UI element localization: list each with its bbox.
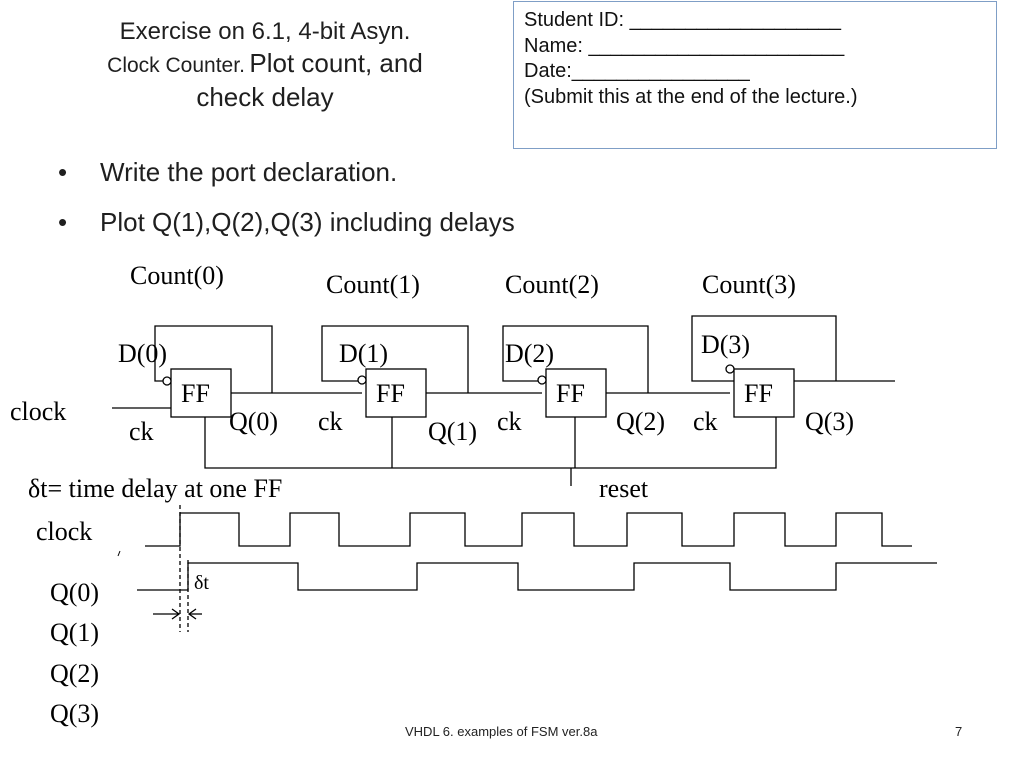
bubble-3 (725, 364, 735, 374)
delta-arrowhead-left (171, 608, 181, 620)
bullet-item-plot-q: Plot Q(1),Q(2),Q(3) including delays (58, 202, 515, 252)
delta-arrowhead-right (187, 608, 197, 620)
bubble-2 (537, 375, 547, 385)
title-line-3: check delay (196, 81, 334, 112)
name-line: Name: _______________________ (524, 34, 845, 57)
student-info-box: Student ID: ___________________ Name: __… (513, 1, 997, 149)
feedback-loop-3 (691, 315, 837, 382)
title-line-2a: Clock Counter. (107, 54, 245, 78)
bubble-1 (357, 375, 367, 385)
reset-bus (204, 417, 777, 469)
flip-flop-3 (733, 368, 795, 418)
timing-q3-label: Q(3) (50, 699, 99, 728)
timing-q1-label: Q(1) (50, 618, 99, 647)
student-id-line: Student ID: ___________________ (524, 9, 841, 31)
ff-label-1: FF (376, 379, 405, 408)
q-label-0: Q(0) (229, 407, 278, 436)
ck-label-3: ck (693, 407, 718, 436)
q-label-1: Q(1) (428, 417, 477, 446)
feedback-loop-2 (502, 325, 649, 393)
bullet-item-port-declaration: Write the port declaration. (58, 152, 515, 202)
delta-t-label: δt (194, 572, 209, 594)
q0-waveform (137, 562, 937, 591)
count-label-0: Count(0) (130, 261, 224, 290)
count-label-3: Count(3) (702, 270, 796, 299)
ff-label-0: FF (181, 379, 210, 408)
timing-q0-label: Q(0) (50, 578, 99, 607)
d-label-1: D(1) (339, 339, 388, 368)
footer-text: VHDL 6. examples of FSM ver.8a (405, 724, 598, 739)
ck-label-2: ck (497, 407, 522, 436)
q-label-2: Q(2) (616, 407, 665, 436)
d-label-2: D(2) (505, 339, 554, 368)
timing-q2-label: Q(2) (50, 659, 99, 688)
ff-label-3: FF (744, 379, 773, 408)
feedback-loop-1 (321, 325, 469, 393)
title-line-2b: Plot count, and (249, 48, 423, 79)
q-label-3: Q(3) (805, 407, 854, 436)
ff-label-2: FF (556, 379, 585, 408)
date-line: Date:________________ (524, 60, 750, 83)
ck-label-1: ck (318, 407, 343, 436)
reset-label: reset (599, 474, 649, 503)
bubble-0 (162, 376, 172, 386)
ck-label-0: ck (129, 417, 154, 446)
slide-title: Exercise on 6.1, 4-bit Asyn. Clock Count… (40, 16, 490, 115)
bullet-list: Write the port declaration. Plot Q(1),Q(… (58, 152, 515, 252)
clock-input-label: clock (10, 397, 66, 426)
tick-mark (117, 550, 121, 557)
delta-t-note: δt= time delay at one FF (28, 474, 282, 503)
d-label-3: D(3) (701, 330, 750, 359)
submit-note: (Submit this at the end of the lecture.) (524, 85, 858, 108)
feedback-loop-0 (154, 325, 273, 393)
timing-clock-label: clock (36, 517, 92, 546)
count-label-2: Count(2) (505, 270, 599, 299)
title-line-1: Exercise on 6.1, 4-bit Asyn. (119, 18, 411, 45)
clock-waveform (145, 512, 912, 547)
count-label-1: Count(1) (326, 270, 420, 299)
d-label-0: D(0) (118, 339, 167, 368)
page-number: 7 (955, 724, 963, 739)
